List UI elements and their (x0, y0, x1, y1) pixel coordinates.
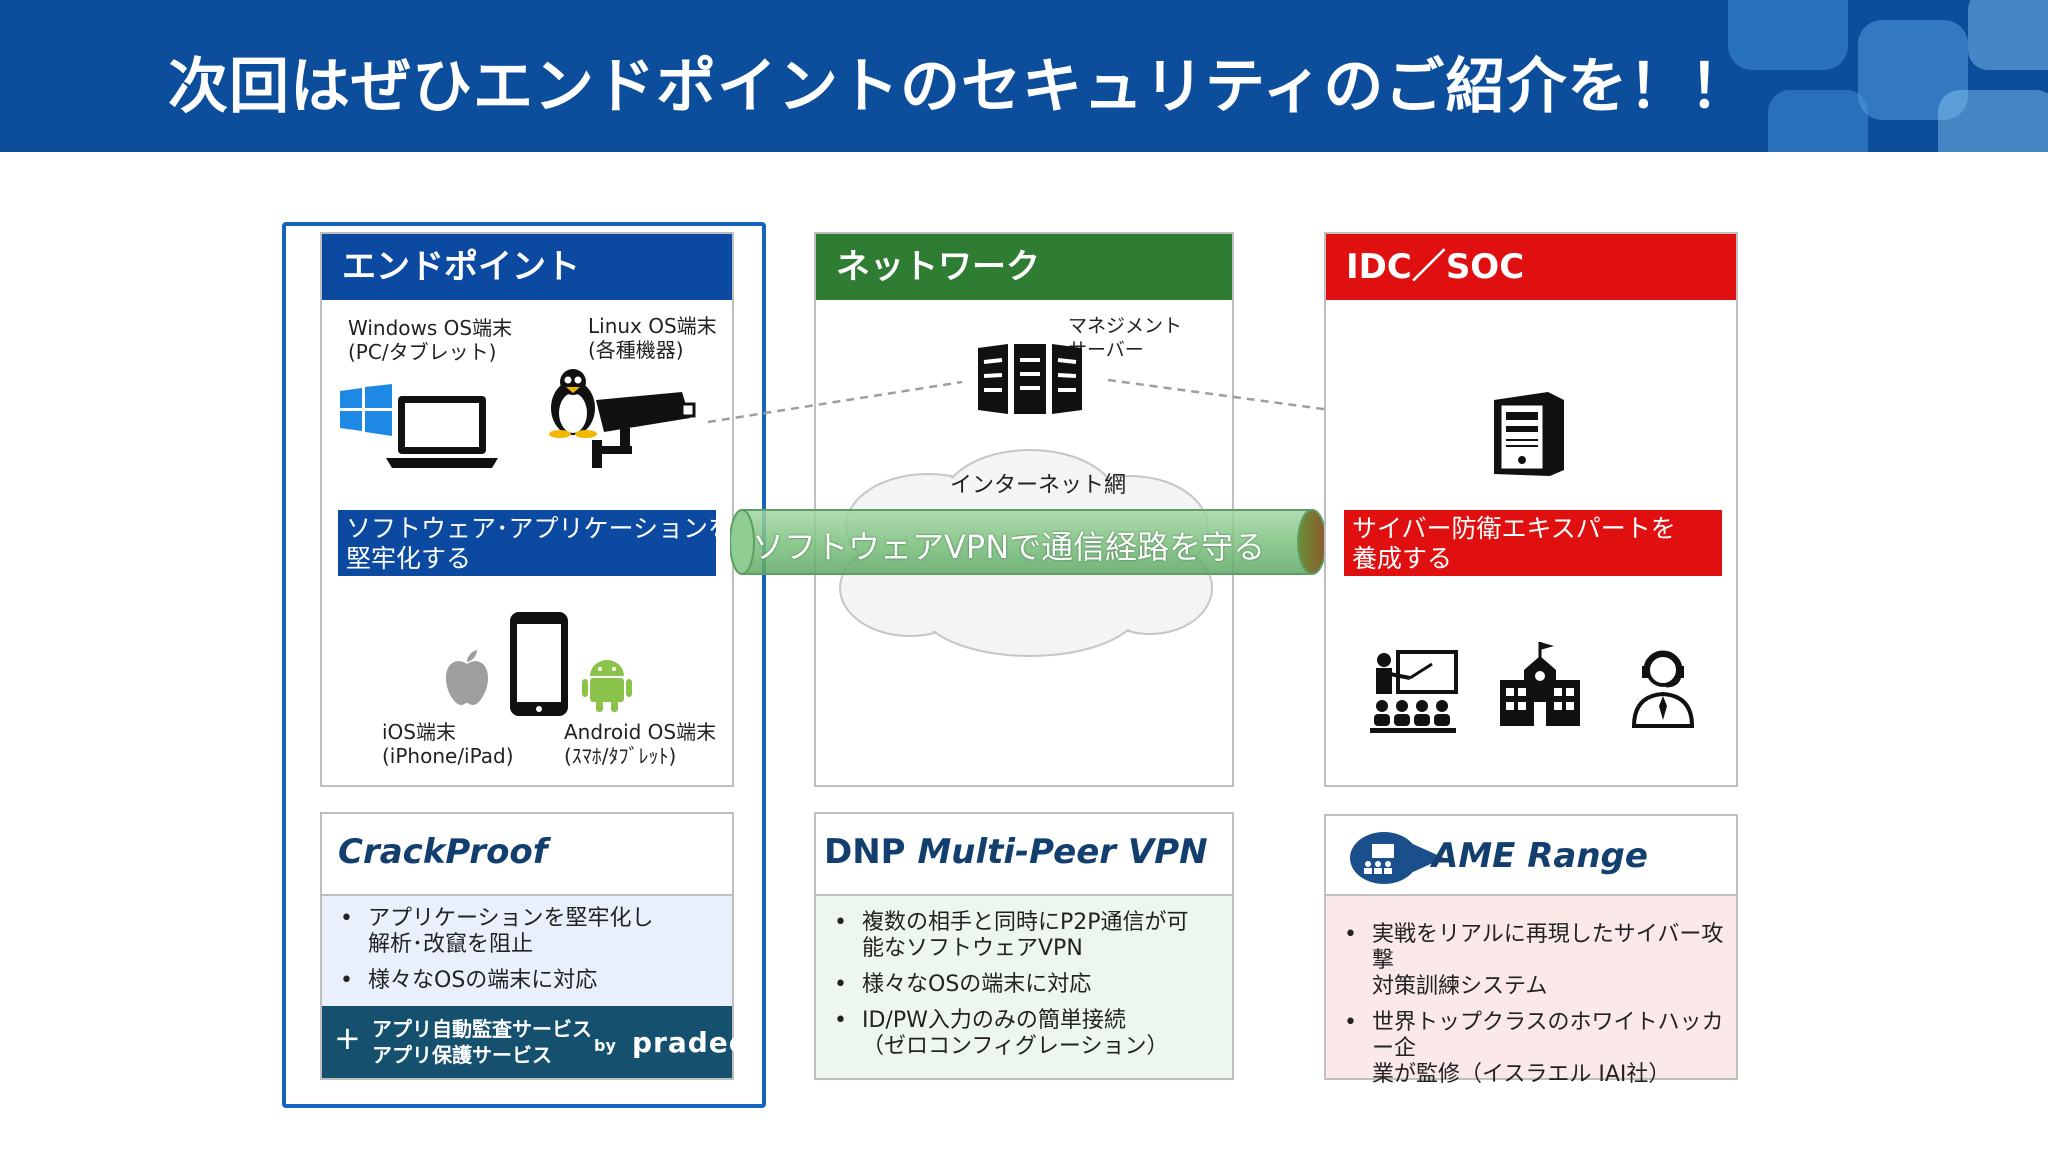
windows-label: Windows OS端末 (PC/タブレット) (348, 316, 512, 364)
idc-band: サイバー防衛エキスパートを 養成する (1344, 510, 1722, 576)
crackproof-card: CrackProof アプリケーションを堅牢化し 解析･改竄を阻止 様々なOSの… (320, 812, 748, 1080)
page-title: 次回はぜひエンドポイントのセキュリティのご紹介を！！ (168, 52, 1751, 122)
android-label-text: Android OS端末 (564, 720, 717, 744)
by-label: by (594, 1036, 616, 1055)
endpoint-band-line1: ソフトウェア･アプリケーションを (346, 514, 734, 543)
windows-sub-text: (PC/タブレット) (348, 340, 497, 364)
game-range-logo-icon (1350, 832, 1444, 884)
mgmt-line1: マネジメント (1068, 315, 1183, 337)
idc-heading: IDC／SOC (1326, 234, 1736, 300)
crackproof-title: CrackProof (338, 832, 548, 872)
windows-logo-icon (340, 384, 392, 436)
service-1: アプリ自動監査サービス (372, 1017, 592, 1041)
vpn-pipe-text: ソフトウェアVPNで通信経路を守る (752, 528, 1266, 566)
crackproof-bullet-2: 様々なOSの端末に対応 (322, 968, 732, 994)
linux-penguin-icon (549, 369, 597, 438)
school-building-icon (1500, 642, 1580, 726)
android-label: Android OS端末 (ｽﾏﾎ/ﾀﾌﾞﾚｯﾄ) (564, 720, 716, 768)
linux-sub-text: (各種機器) (588, 338, 684, 362)
dnp-vpn-card: DNP Multi-Peer VPN 複数の相手と同時にP2P通信が可 能なソフ… (814, 812, 1234, 1080)
pradeo-logo: pradeo (632, 1026, 750, 1059)
ios-label-text: iOS端末 (382, 720, 456, 744)
laptop-icon (386, 396, 498, 468)
service-names: アプリ自動監査サービス アプリ保護サービス (372, 1016, 592, 1068)
dnp-bullet-2: 様々なOSの端末に対応 (816, 972, 1232, 998)
idc-band-line1: サイバー防衛エキスパートを (1352, 514, 1676, 543)
game-range-card: AME Range 実戦をリアルに再現したサイバー攻撃 対策訓練システム 世界ト… (1324, 814, 1738, 1087)
server-rack-icon (978, 344, 1082, 414)
game-bullet-1: 実戦をリアルに再現したサイバー攻撃 対策訓練システム (1326, 922, 1736, 1000)
crackproof-service-bar: + アプリ自動監査サービス アプリ保護サービス by pradeo (322, 1006, 748, 1078)
dnp-bullet-1: 複数の相手と同時にP2P通信が可 能なソフトウェアVPN (816, 910, 1232, 962)
security-camera-icon (592, 392, 696, 468)
service-2: アプリ保護サービス (372, 1043, 552, 1067)
dnp-vpn-body: 複数の相手と同時にP2P通信が可 能なソフトウェアVPN 様々なOSの端末に対応… (816, 894, 1232, 1078)
game-range-bullets: 実戦をリアルに再現したサイバー攻撃 対策訓練システム 世界トップクラスのホワイト… (1326, 922, 1736, 1088)
android-sub-text: (ｽﾏﾎ/ﾀﾌﾞﾚｯﾄ) (564, 744, 677, 768)
support-operator-icon (1631, 650, 1695, 728)
header-decoration (1728, 0, 2048, 152)
internet-label: インターネット網 (950, 473, 1127, 498)
dnp-vpn-title: DNP Multi-Peer VPN (824, 832, 1208, 872)
idc-band-line2: 養成する (1352, 544, 1453, 573)
mgmt-line2: サーバー (1068, 339, 1144, 361)
ios-sub-text: (iPhone/iPad) (382, 744, 514, 768)
crackproof-bullets: アプリケーションを堅牢化し 解析･改竄を阻止 様々なOSの端末に対応 (322, 906, 732, 994)
header-bar: 次回はぜひエンドポイントのセキュリティのご紹介を！！ (0, 0, 2048, 152)
apple-logo-icon (446, 650, 488, 705)
game-range-title: AME Range (1432, 836, 1648, 876)
android-logo-icon (582, 660, 632, 712)
dnp-vpn-bullets: 複数の相手と同時にP2P通信が可 能なソフトウェアVPN 様々なOSの端末に対応… (816, 910, 1232, 1060)
crackproof-bullet-1: アプリケーションを堅牢化し 解析･改竄を阻止 (322, 906, 732, 958)
dnp-bullet-3: ID/PW入力のみの簡単接続 （ゼロコンフィグレーション） (816, 1008, 1232, 1060)
classroom-training-icon (1370, 650, 1458, 733)
endpoint-band-line2: 堅牢化する (346, 544, 472, 573)
game-range-body: 実戦をリアルに再現したサイバー攻撃 対策訓練システム 世界トップクラスのホワイト… (1326, 894, 1736, 1087)
endpoint-heading: エンドポイント (322, 234, 732, 300)
linux-label-text: Linux OS端末 (588, 314, 717, 338)
pc-tower-icon (1494, 392, 1564, 476)
crackproof-body: アプリケーションを堅牢化し 解析･改竄を阻止 様々なOSの端末に対応 (322, 894, 732, 1006)
dnp-title-italic: Multi-Peer VPN (917, 832, 1208, 872)
vpn-tunnel-pipe (730, 509, 1327, 575)
network-heading: ネットワーク (816, 234, 1232, 300)
game-bullet-2: 世界トップクラスのホワイトハッカー企 業が監修（イスラエル IAI社） (1326, 1010, 1736, 1088)
dnp-title-plain: DNP (824, 832, 918, 872)
smartphone-icon (510, 612, 568, 716)
plus-icon: + (334, 1019, 361, 1057)
windows-label-text: Windows OS端末 (348, 316, 513, 340)
management-server-label: マネジメント サーバー (1068, 314, 1182, 362)
linux-label: Linux OS端末 (各種機器) (588, 314, 717, 362)
endpoint-highlight-frame (282, 222, 766, 1108)
ios-label: iOS端末 (iPhone/iPad) (382, 720, 514, 768)
endpoint-band: ソフトウェア･アプリケーションを 堅牢化する (338, 510, 734, 576)
